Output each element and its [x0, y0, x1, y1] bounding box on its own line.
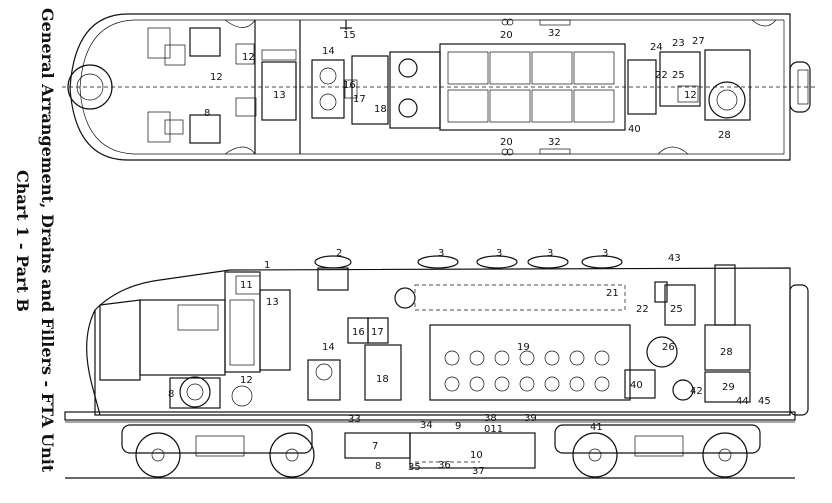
- callout-label: 8: [168, 389, 174, 400]
- callout-label: 8: [204, 108, 210, 119]
- callout-label: 27: [692, 36, 705, 47]
- front-truck: [121, 424, 315, 478]
- callout-label: 14: [322, 342, 335, 353]
- callout-label: 32: [548, 28, 561, 39]
- callout-label: 32: [548, 137, 561, 148]
- side-elevation: [64, 255, 809, 479]
- chart-subtitle: Chart 1 - Part B: [13, 170, 32, 312]
- callout-label: 12: [242, 52, 255, 63]
- callout-label: 16: [343, 80, 356, 91]
- callout-label: 29: [722, 382, 735, 393]
- callout-label: 22: [655, 70, 668, 81]
- callout-label: 14: [322, 46, 335, 57]
- callout-label: 19: [517, 342, 530, 353]
- elevation-callouts: 1 11 13 2 3 3 3 3 43 21 22 25 16 17 14 1…: [168, 248, 771, 477]
- callout-label: 38: [484, 413, 497, 424]
- callout-label: 12: [240, 375, 253, 386]
- callout-label: 1: [264, 260, 270, 271]
- plan-view: [62, 13, 815, 161]
- callout-label: 2: [336, 248, 342, 259]
- callout-label: 011: [484, 424, 503, 435]
- callout-label: 26: [662, 342, 675, 353]
- callout-label: 3: [438, 248, 444, 259]
- callout-label: 3: [602, 248, 608, 259]
- callout-label: 12: [684, 90, 697, 101]
- callout-label: 3: [496, 248, 502, 259]
- callout-label: 28: [720, 347, 733, 358]
- callout-label: 18: [376, 374, 389, 385]
- callout-label: 15: [343, 30, 356, 41]
- callout-label: 35: [408, 462, 421, 473]
- callout-label: 42: [690, 386, 703, 397]
- rear-truck: [554, 424, 761, 478]
- callout-label: 17: [353, 94, 366, 105]
- callout-label: 28: [718, 130, 731, 141]
- callout-label: 13: [266, 297, 279, 308]
- callout-label: 9: [455, 421, 461, 432]
- callout-label: 7: [372, 441, 378, 452]
- callout-label: 8: [375, 461, 381, 472]
- callout-label: 25: [670, 304, 683, 315]
- callout-label: 44: [736, 396, 749, 407]
- callout-label: 33: [348, 414, 361, 425]
- callout-label: 23: [672, 38, 685, 49]
- callout-label: 37: [472, 466, 485, 477]
- callout-label: 24: [650, 42, 663, 53]
- callout-label: 20: [500, 137, 513, 148]
- callout-label: 45: [758, 396, 771, 407]
- callout-label: 20: [500, 30, 513, 41]
- callout-label: 13: [273, 90, 286, 101]
- callout-label: 41: [590, 422, 603, 433]
- callout-label: 3: [547, 248, 553, 259]
- callout-label: 40: [630, 380, 643, 391]
- callout-label: 22: [636, 304, 649, 315]
- callout-label: 25: [672, 70, 685, 81]
- callout-label: 40: [628, 124, 641, 135]
- plan-callouts: 12 12 8 13 14 16 17 18 15 20 32 20 32 24…: [204, 28, 731, 148]
- callout-label: 11: [240, 280, 253, 291]
- callout-label: 21: [606, 288, 619, 299]
- chart-title: General Arrangement, Drains and Fillers …: [38, 8, 57, 473]
- callout-label: 43: [668, 253, 681, 264]
- callout-label: 36: [438, 460, 451, 471]
- callout-label: 39: [524, 413, 537, 424]
- callout-label: 34: [420, 420, 433, 431]
- callout-label: 18: [374, 104, 387, 115]
- callout-label: 10: [470, 450, 483, 461]
- callout-label: 12: [210, 72, 223, 83]
- callout-label: 17: [371, 327, 384, 338]
- callout-label: 16: [352, 327, 365, 338]
